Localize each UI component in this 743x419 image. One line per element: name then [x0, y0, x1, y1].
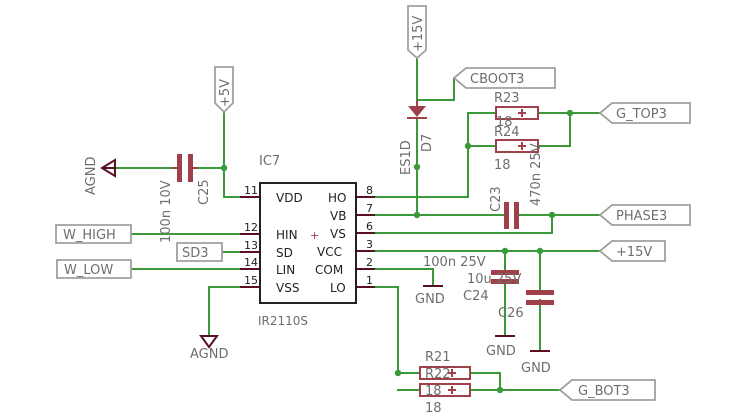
resistor-r23[interactable]: R23 — [494, 91, 539, 120]
c25-name-label: C25 — [197, 179, 212, 205]
pin-number: 11 — [244, 184, 258, 197]
gnd-symbol-c24[interactable]: GND — [486, 335, 516, 359]
resistor-r24[interactable]: R24 18 18 — [494, 115, 539, 173]
supply-plus5v-label: +5V — [218, 79, 233, 107]
pin-name-lin: LIN — [276, 263, 295, 277]
w-low-label: W_LOW — [64, 263, 113, 278]
agnd-symbol-bottom[interactable]: AGND — [190, 335, 228, 362]
capacitor-c25[interactable]: C25 100n 10V — [159, 154, 212, 243]
cboot3-label: CBOOT3 — [470, 72, 524, 87]
pin-number: 8 — [366, 184, 373, 197]
pin-name-ho: HO — [328, 191, 346, 205]
supply-plus15v-label: +15V — [411, 16, 426, 52]
net-flag-cboot3[interactable]: CBOOT3 — [452, 67, 556, 89]
d7-name-label: D7 — [420, 134, 435, 152]
pin-number: 2 — [366, 256, 373, 269]
r22-name-label: R22 — [425, 367, 451, 382]
pin-number: 12 — [244, 221, 258, 234]
svg-text:+: + — [310, 229, 319, 242]
supply-plus15v[interactable]: +15V — [407, 5, 427, 60]
net-flag-sd3[interactable]: SD3 — [176, 242, 223, 262]
resistor-r22[interactable]: R22 18 — [419, 367, 471, 416]
ic-value-label: IR2110S — [258, 314, 308, 328]
c24-value-label: 100n 25V — [423, 255, 486, 270]
pin-name-vcc: VCC — [317, 245, 342, 259]
net-flag-g-bot3[interactable]: G_BOT3 — [558, 379, 656, 401]
c23-value-label: 470n 25V — [529, 143, 544, 206]
diode-d7[interactable]: ES1D D7 — [399, 100, 435, 175]
c25-value-label: 100n 10V — [159, 180, 174, 243]
agnd-label: AGND — [190, 347, 228, 362]
pin-name-vdd: VDD — [276, 191, 303, 205]
r24-name-label: R24 — [494, 125, 520, 140]
d7-value-label: ES1D — [399, 140, 414, 175]
r24-value-label: 18 — [494, 158, 511, 173]
r23-value-label: 18 — [496, 115, 513, 130]
g-bot3-label: G_BOT3 — [578, 384, 630, 399]
pin-number: 13 — [244, 239, 258, 252]
pin-number: 7 — [366, 202, 373, 215]
pin-name-lo: LO — [330, 281, 346, 295]
r22-value-label: 18 — [425, 401, 442, 416]
ic7-ir2110s[interactable]: IC7 + IR2110S 11 VDD 12 HIN 13 SD 14 LIN… — [240, 154, 375, 328]
wires — [114, 57, 601, 391]
r23-name-label: R23 — [494, 91, 520, 106]
gnd-symbol-c26[interactable]: GND — [521, 350, 551, 376]
c26-value-label: 10u 25V — [467, 272, 521, 287]
pin-name-vs: VS — [330, 227, 346, 241]
net-flag-plus15v[interactable]: +15V — [598, 240, 666, 262]
c23-name-label: C23 — [489, 186, 504, 212]
capacitor-c23[interactable]: C23 470n 25V — [489, 143, 544, 229]
agnd-label: AGND — [84, 157, 99, 195]
sd3-label: SD3 — [182, 246, 209, 261]
gnd-label: GND — [521, 361, 551, 376]
pin-name-vb: VB — [330, 209, 346, 223]
gnd-symbol-com[interactable]: GND — [415, 285, 445, 307]
c26-name-label: C26 — [498, 306, 524, 321]
phase3-label: PHASE3 — [616, 209, 667, 224]
ic-name-label: IC7 — [259, 154, 280, 169]
ic-body — [259, 182, 357, 304]
capacitor-c24[interactable]: 100n 25V C24 — [423, 255, 519, 304]
r21-name-label: R21 — [425, 350, 451, 365]
agnd-symbol-left[interactable]: AGND — [84, 157, 116, 195]
pin-number: 14 — [244, 256, 258, 269]
g-top3-label: G_TOP3 — [616, 107, 667, 122]
pin-name-sd: SD — [276, 246, 293, 260]
gnd-label: GND — [415, 292, 445, 307]
net-flag-phase3[interactable]: PHASE3 — [598, 204, 691, 226]
pin-number: 1 — [366, 274, 373, 287]
pin-name-vss: VSS — [276, 281, 299, 295]
pin-number: 6 — [366, 220, 373, 233]
pin-name-hin: HIN — [276, 228, 298, 242]
pin-name-com: COM — [315, 263, 343, 277]
net-flag-w-high[interactable]: W_HIGH — [55, 224, 132, 244]
net-flag-w-low[interactable]: W_LOW — [56, 259, 132, 279]
w-high-label: W_HIGH — [63, 228, 116, 243]
supply-plus5v[interactable]: +5V — [214, 66, 234, 114]
capacitor-c26[interactable]: 10u 25V C26 — [467, 272, 554, 321]
c24-name-label: C24 — [463, 289, 489, 304]
pin-number: 3 — [366, 238, 373, 251]
junctions — [220, 109, 574, 394]
plus15v-flag-label: +15V — [616, 245, 652, 260]
net-flag-g-top3[interactable]: G_TOP3 — [598, 102, 691, 124]
gnd-label: GND — [486, 344, 516, 359]
pin-number: 15 — [244, 274, 258, 287]
